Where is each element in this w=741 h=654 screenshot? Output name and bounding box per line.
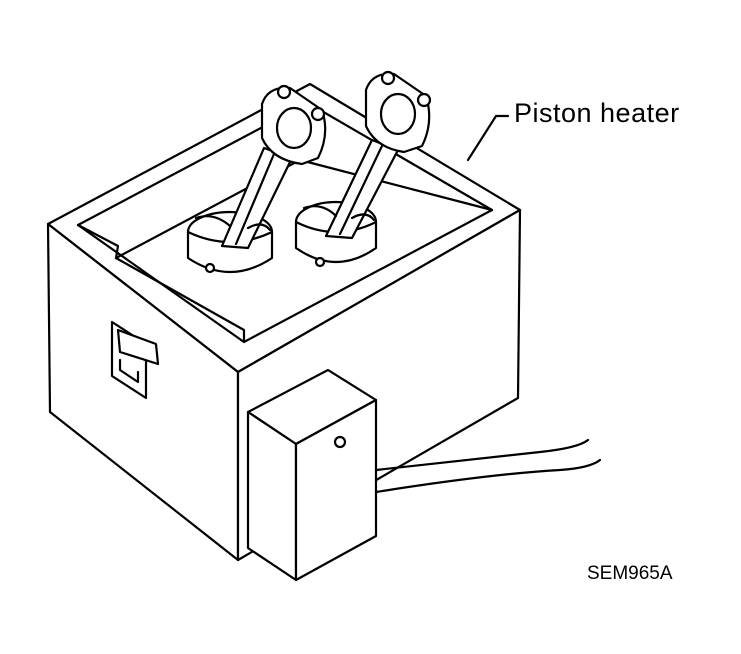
figure-code: SEM965A: [587, 563, 673, 584]
handle-grip: [116, 328, 160, 366]
rod-bore-left: [275, 106, 313, 150]
rod-bolt-left-a: [276, 84, 292, 100]
piston-assembly-left: [186, 84, 327, 274]
piston-pin-hole-right: [314, 256, 326, 268]
cord-lower: [374, 458, 602, 494]
callout-label: Piston heater: [514, 98, 680, 128]
cord-upper: [374, 438, 590, 472]
callout-leader-line: [466, 114, 510, 162]
indicator-lamp: [333, 435, 347, 449]
handle-slot: [118, 358, 140, 384]
piston-pin-hole-left: [204, 262, 216, 274]
rod-rib-right: [338, 144, 384, 236]
rod-bolt-right-b: [416, 92, 432, 108]
control-box: [246, 368, 378, 582]
rod-rib-left: [234, 152, 276, 246]
control-box-side: [294, 398, 378, 582]
rod-bolt-right-a: [380, 70, 396, 86]
rod-bore-right: [379, 92, 417, 136]
piston-assembly-right: [294, 70, 432, 268]
carry-handle[interactable]: [110, 320, 160, 400]
power-cord: [374, 438, 602, 494]
rod-small-end-left: [194, 215, 272, 232]
rod-small-end-right: [302, 205, 376, 222]
rod-bolt-left-b: [310, 106, 326, 122]
